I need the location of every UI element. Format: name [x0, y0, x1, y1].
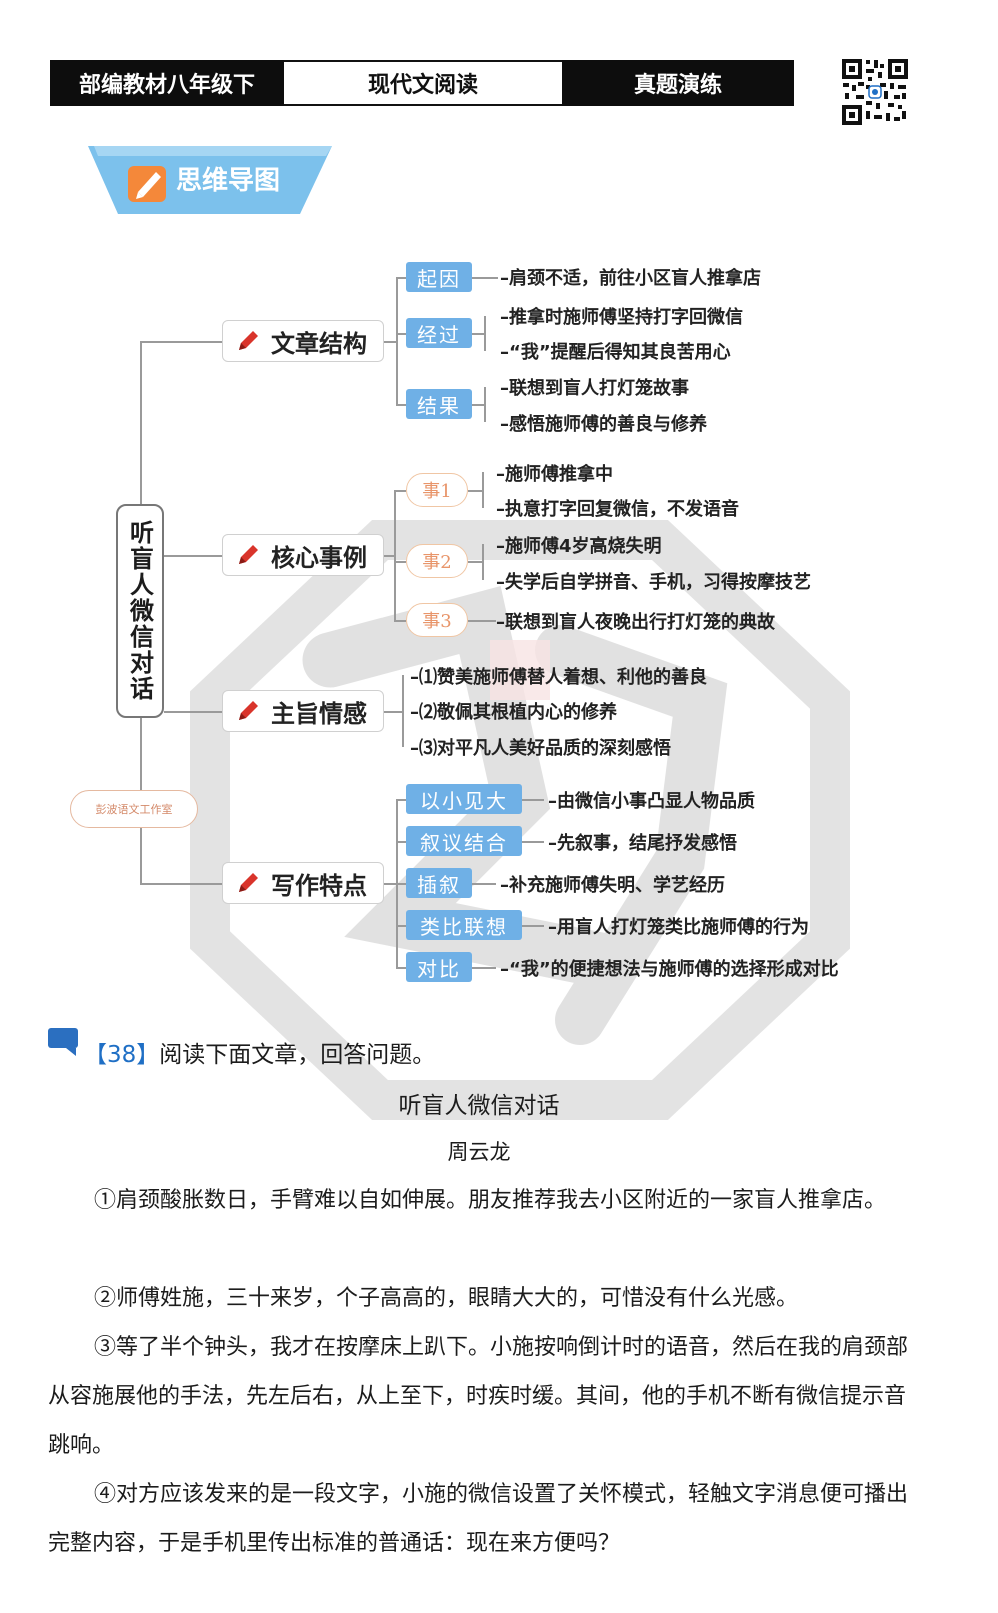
question-number: 【38】 [84, 1042, 160, 1068]
leaf: –肩颈不适，前往小区盲人推拿店 [500, 268, 761, 289]
qr-code-icon [840, 57, 910, 127]
leaf: –执意打字回复微信，不发语音 [496, 499, 739, 520]
tag-writing-1: 以小见大 [406, 784, 522, 814]
leaf: –⑶对平凡人美好品质的深刻感悟 [410, 738, 671, 759]
tag-writing-5: 对比 [406, 952, 472, 982]
leaf: –⑴赞美施师傅替人着想、利他的善良 [410, 667, 707, 688]
pencil-icon [239, 545, 258, 564]
leaf: –先叙事，结尾抒发感悟 [548, 833, 737, 854]
branch-theme: 主旨情感 [222, 690, 384, 732]
leaf: –用盲人打灯笼类比施师傅的行为 [548, 917, 809, 938]
leaf: –联想到盲人打灯笼故事 [500, 378, 689, 399]
leaf: –“我”的便捷想法与施师傅的选择形成对比 [500, 959, 839, 980]
article-title: 听盲人微信对话 [398, 1093, 560, 1119]
branch-label: 核心事例 [271, 543, 367, 572]
pencil-icon [239, 331, 258, 350]
article-paragraph: ③等了半个钟头，我才在按摩床上趴下。小施按响倒计时的语音，然后在我的肩颈部从容施… [48, 1335, 909, 1458]
branch-label: 主旨情感 [271, 699, 367, 728]
leaf: –“我”提醒后得知其良苦用心 [500, 342, 731, 363]
article-paragraph: ①肩颈酸胀数日，手臂难以自如伸展。朋友推荐我去小区附近的一家盲人推拿店。 [94, 1188, 887, 1213]
tag-cause: 起因 [406, 262, 472, 292]
header-cell-practice: 真题演练 [562, 60, 794, 106]
tag-writing-2: 叙议结合 [406, 826, 522, 856]
header-cell-grade: 部编教材八年级下 [50, 60, 284, 106]
mindmap-root: 听盲人微信对话 [116, 504, 164, 718]
question-heading: 【38】阅读下面文章，回答问题。 [84, 1035, 435, 1069]
tag-event-3: 事3 [406, 603, 468, 637]
leaf: –施师傅推拿中 [496, 464, 613, 485]
pencil-icon [239, 873, 258, 892]
branch-label: 写作特点 [271, 871, 367, 900]
tag-writing-4: 类比联想 [406, 910, 522, 940]
article-paragraph: ②师傅姓施，三十来岁，个子高高的，眼睛大大的，可惜没有什么光感。 [94, 1286, 799, 1311]
branch-label: 文章结构 [271, 329, 367, 358]
question-prompt: 阅读下面文章，回答问题。 [159, 1042, 436, 1068]
article-paragraph: ④对方应该发来的是一段文字，小施的微信设置了关怀模式，轻触文字消息便可播出完整内… [48, 1482, 909, 1556]
leaf: –施师傅4岁高烧失明 [496, 536, 662, 557]
leaf: –联想到盲人夜晚出行打灯笼的典故 [496, 612, 775, 633]
article-author: 周云龙 [447, 1140, 511, 1164]
tag-result: 结果 [406, 389, 472, 419]
tag-event-1: 事1 [406, 473, 468, 507]
tag-process: 经过 [406, 318, 472, 348]
branch-events: 核心事例 [222, 534, 384, 576]
leaf: –⑵敬佩其根植内心的修养 [410, 702, 617, 723]
studio-badge: 彭波语文工作室 [70, 790, 198, 828]
leaf: –感悟施师傅的善良与修养 [500, 414, 707, 435]
leaf: –推拿时施师傅坚持打字回微信 [500, 307, 743, 328]
leaf: –由微信小事凸显人物品质 [548, 791, 755, 812]
mindmap-banner-label: 思维导图 [176, 166, 281, 196]
speech-bubble-icon [48, 1028, 78, 1056]
branch-structure: 文章结构 [222, 320, 384, 362]
mindmap-banner [88, 146, 332, 214]
leaf: –失学后自学拼音、手机，习得按摩技艺 [496, 572, 811, 593]
branch-writing: 写作特点 [222, 862, 384, 904]
tag-event-2: 事2 [406, 544, 468, 578]
leaf: –补充施师傅失明、学艺经历 [500, 875, 725, 896]
header-cell-subject: 现代文阅读 [284, 60, 562, 106]
tag-writing-3: 插叙 [406, 868, 472, 898]
pencil-icon [239, 701, 258, 720]
